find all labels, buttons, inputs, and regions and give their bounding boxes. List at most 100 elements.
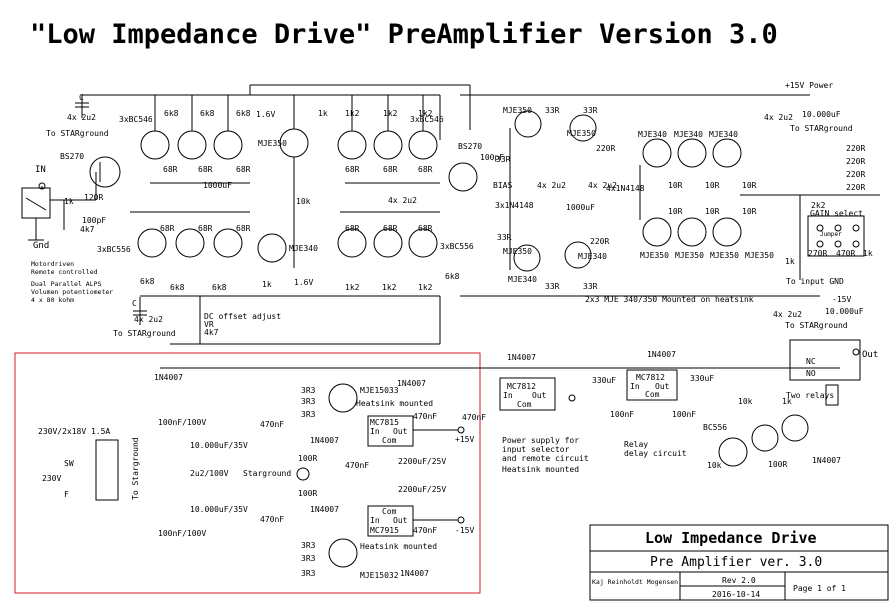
- r68-5: 68R: [383, 165, 398, 174]
- r270-label: 270R: [808, 249, 827, 258]
- r10k-label: 10k: [296, 197, 311, 206]
- mosfet-label: BS270: [60, 152, 84, 161]
- c2u2-100v: 2u2/100V: [190, 469, 229, 478]
- relay-note-2: delay circuit: [624, 449, 687, 458]
- v16-top: 1.6V: [256, 110, 275, 119]
- mc7812-b-label: MC7812: [636, 373, 665, 382]
- c330-b: 330uF: [690, 374, 714, 383]
- power-supply: 1N4007 230V/2x18V 1.5A SW 230V F To Star…: [38, 367, 480, 580]
- r68-11: 68R: [383, 224, 398, 233]
- d1n4007-1: 1N4007: [154, 373, 183, 382]
- title-block-rev: Rev 2.0: [722, 576, 756, 585]
- r6k8-3: 6k8: [236, 109, 251, 118]
- gain-select-jumpers[interactable]: [807, 215, 865, 257]
- cap-2u2-top: 4x 2u2: [67, 113, 96, 122]
- r1k-label: 1k: [64, 197, 74, 206]
- mc7812-b-out: Out: [655, 382, 670, 391]
- input-transistor-array: 3xBC546 6k8 6k8 6k8 68R 68R 68R 3xBC546 …: [82, 84, 474, 345]
- r3r3-1: 3R3: [301, 386, 316, 395]
- v230-label: 230V: [42, 474, 61, 483]
- mje340-out-2: MJE340: [674, 130, 703, 139]
- mosfet-2-label: BS270: [458, 142, 482, 151]
- d1n4007-2: 1N4007: [397, 379, 426, 388]
- to-starground-1: To STARground: [46, 129, 109, 138]
- r33-b: 33R: [583, 106, 598, 115]
- r3r3-6: 3R3: [301, 569, 316, 578]
- r6k8-1: 6k8: [164, 109, 179, 118]
- r68-6: 68R: [418, 165, 433, 174]
- r1k-gain: 1k: [863, 249, 873, 258]
- mc7815-com: Com: [382, 436, 397, 445]
- starground-label: Starground: [243, 469, 291, 478]
- bc546-top-right-label: 3xBC546: [410, 115, 444, 124]
- c100n-relay-a: 100nF: [610, 410, 634, 419]
- jumper-label: Jumper: [820, 231, 842, 238]
- mounted-note: 2x3 MJE 340/350 Mounted on heatsink: [585, 295, 754, 304]
- bias-label: BIAS: [493, 181, 512, 190]
- motor-note-1: Motordriven: [31, 260, 74, 268]
- r6k8-7: 6k8: [445, 272, 460, 281]
- r3r3-3: 3R3: [301, 410, 316, 419]
- c100n-relay-b: 100nF: [672, 410, 696, 419]
- c2u2-right-top: 4x 2u2: [764, 113, 793, 122]
- d1n4007-4: 1N4007: [310, 505, 339, 514]
- ground-label: Gnd: [33, 241, 49, 251]
- r220-a: 220R: [596, 144, 615, 153]
- r1k-top: 1k: [318, 109, 328, 118]
- c100p-out: 100pF: [480, 153, 504, 162]
- d1n4007-sel: 1N4007: [507, 353, 536, 362]
- mains-label: 230V/2x18V 1.5A: [38, 427, 110, 436]
- c2200-top: 2200uF/25V: [398, 457, 446, 466]
- title-block-subheading: Pre Amplifier ver. 3.0: [650, 555, 822, 570]
- r2k2: 2k2: [811, 201, 826, 210]
- r68-10: 68R: [345, 224, 360, 233]
- r6k8-4: 6k8: [140, 277, 155, 286]
- output-stage: BS270 100pF BIAS 33R 3x1N4148 33R MJE350…: [448, 94, 800, 304]
- c100n-bottom: 100nF/100V: [158, 529, 206, 538]
- r220-b: 220R: [590, 237, 609, 246]
- c2u2-right-bottom: 4x 2u2: [773, 310, 802, 319]
- heatsink-label-1: Heatsink mounted: [356, 399, 433, 408]
- r1k2-6: 1k2: [418, 283, 433, 292]
- c100p-label: 100pF: [82, 216, 106, 225]
- r120-label: 120R: [84, 193, 103, 202]
- bc556-bottom-right-label: 3xBC556: [440, 242, 474, 251]
- minus15-label: -15V: [832, 295, 851, 304]
- mc7815-regulator: [367, 415, 414, 447]
- q-bc546-top-left: 3xBC546 6k8 6k8 6k8 68R 68R 68R: [119, 95, 251, 184]
- r33-c: 33R: [545, 282, 560, 291]
- c1000-label: 1000uF: [203, 181, 232, 190]
- input-label: IN: [35, 165, 46, 175]
- mc7815-in: In: [370, 427, 380, 436]
- c2u2-bias-b: 4x 2u2: [588, 181, 617, 190]
- selector-supply: 470nF MC7812 In Out Com 1N4007 Power sup…: [462, 353, 780, 474]
- mc7915-out: Out: [393, 516, 408, 525]
- d1n4007-relay-b: 1N4007: [812, 456, 841, 465]
- mje340-label: MJE340: [289, 244, 318, 253]
- mc7812-a-com: Com: [517, 400, 532, 409]
- diode-4x1n4148: 4x1N4148: [606, 184, 645, 193]
- relay-no: NO: [806, 369, 816, 378]
- c2200-bottom: 2200uF/25V: [398, 485, 446, 494]
- r33-d: 33R: [583, 282, 598, 291]
- mc7812-b-in: In: [630, 382, 640, 391]
- power-supply-box: [14, 352, 481, 594]
- r1k-gain-left: 1k: [785, 257, 795, 266]
- r4k7-input: 4k7: [80, 225, 95, 234]
- r68-4: 68R: [345, 165, 360, 174]
- r10k-relay-b: 10k: [707, 461, 722, 470]
- motor-note-2: Remote controlled: [31, 268, 98, 276]
- title-block: Low Impedance Drive Pre Amplifier ver. 3…: [589, 524, 889, 601]
- ps-note-2: input selector: [502, 445, 570, 454]
- ps-note-1: Power supply for: [502, 436, 579, 445]
- bc556-bottom-label: 3xBC556: [97, 245, 131, 254]
- transformer: [95, 439, 119, 501]
- c10000-top: 10.000uF: [802, 110, 841, 119]
- mje15033-label: MJE15033: [360, 386, 399, 395]
- r100-relay: 100R: [768, 460, 787, 469]
- r1k2-5: 1k2: [382, 283, 397, 292]
- r100-1: 100R: [298, 454, 317, 463]
- mje350-label: MJE350: [258, 139, 287, 148]
- r470-label: 470R: [836, 249, 855, 258]
- r3r3-2: 3R3: [301, 397, 316, 406]
